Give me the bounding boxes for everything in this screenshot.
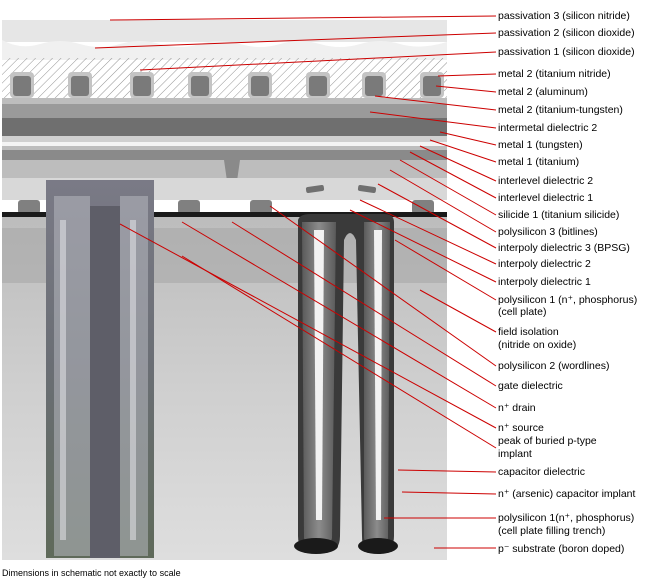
label-p-substrate: p⁻ substrate (boron doped)	[498, 543, 625, 555]
label-metal1-ti: metal 1 (titanium)	[498, 156, 580, 168]
label-field-isolation: field isolation	[498, 326, 559, 338]
trench-capacitor-schematic	[294, 214, 398, 554]
label-poly1-trench-sub: (cell plate filling trench)	[498, 525, 606, 537]
metal2-blocks	[10, 72, 444, 98]
metal2-tiw-layer	[2, 98, 447, 104]
label-passivation-3: passivation 3 (silicon nitride)	[498, 10, 630, 22]
metal1-ti-layer	[2, 142, 447, 146]
label-poly1-cellplate-sub: (cell plate)	[498, 306, 547, 318]
label-passivation-2: passivation 2 (silicon dioxide)	[498, 27, 635, 39]
label-ipd1: interpoly dielectric 1	[498, 276, 591, 288]
passivation-3-layer	[2, 20, 447, 42]
silicide-surface	[2, 212, 447, 217]
micrograph-inset	[46, 180, 154, 558]
label-buried-implant-sub: implant	[498, 448, 532, 460]
label-imd2: intermetal dielectric 2	[498, 122, 598, 134]
label-n-source: n⁺ source	[498, 422, 544, 434]
label-poly1-cellplate: polysilicon 1 (n⁺, phosphorus)	[498, 294, 638, 306]
label-n-drain: n⁺ drain	[498, 402, 536, 414]
cross-section	[2, 20, 447, 560]
label-ild2: interlevel dielectric 2	[498, 175, 594, 187]
label-metal2-tiw: metal 2 (titanium-tungsten)	[498, 104, 623, 116]
label-ild1: interlevel dielectric 1	[498, 192, 594, 204]
label-poly3: polysilicon 3 (bitlines)	[498, 226, 598, 238]
leader-lines	[94, 15, 497, 549]
label-poly2: polysilicon 2 (wordlines)	[498, 360, 610, 372]
scale-footnote: Dimensions in schematic not exactly to s…	[2, 568, 181, 578]
label-capacitor-implant: n⁺ (arsenic) capacitor implant	[498, 488, 636, 500]
imd2-layer	[2, 104, 447, 118]
label-ipd3: interpoly dielectric 3 (BPSG)	[498, 242, 630, 254]
label-gate-dielectric: gate dielectric	[498, 380, 563, 392]
metal1-w-layer	[2, 136, 447, 142]
imd2-dark	[2, 118, 447, 136]
label-ipd2: interpoly dielectric 2	[498, 258, 591, 270]
label-buried-implant: peak of buried p-type	[498, 435, 597, 447]
label-capacitor-dielectric: capacitor dielectric	[498, 466, 585, 478]
label-metal1-w: metal 1 (tungsten)	[498, 139, 583, 151]
label-field-isolation-sub: (nitride on oxide)	[498, 339, 577, 351]
label-passivation-1: passivation 1 (silicon dioxide)	[498, 46, 635, 58]
passivation-2-layer	[2, 40, 447, 60]
ild1-layer	[2, 150, 447, 192]
label-silicide1: silicide 1 (titanium silicide)	[498, 209, 620, 221]
bitline-blocks	[18, 185, 434, 214]
label-metal2-al: metal 2 (aluminum)	[498, 86, 588, 98]
label-metal2-tin: metal 2 (titanium nitride)	[498, 68, 611, 80]
label-poly1-trench: polysilicon 1(n⁺, phosphorus)	[498, 512, 635, 524]
